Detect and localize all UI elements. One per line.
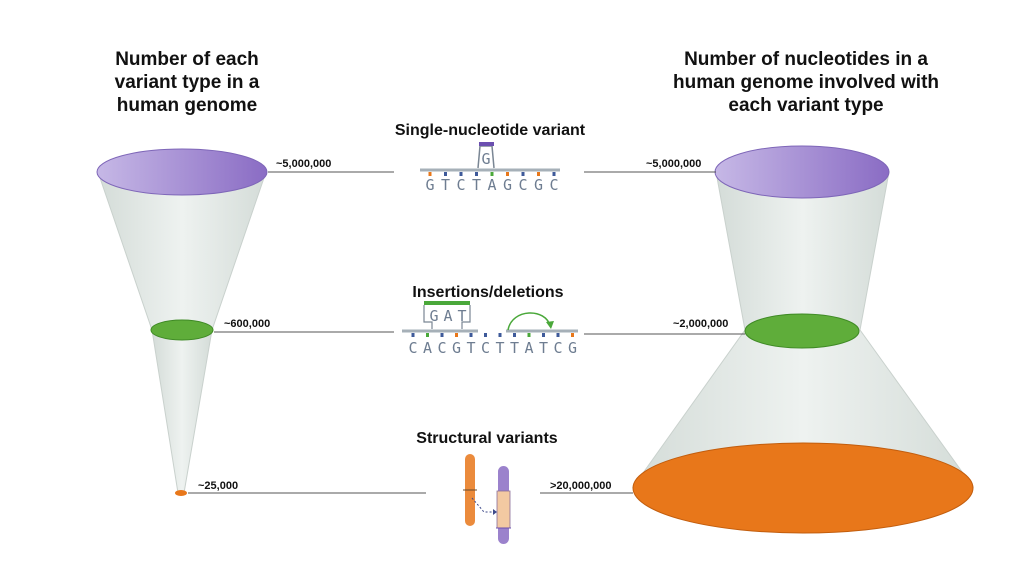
snv-alt-base: G [481,150,490,168]
indel-base: T [510,339,519,357]
indel-tick [498,333,502,337]
indel-base: G [452,339,461,357]
snv-base: T [472,176,481,194]
indel-tick [556,333,560,337]
snv-tick [506,172,509,176]
sv-illustration [463,454,511,544]
indel-inserted-base: A [443,307,452,325]
indel-base: T [495,339,504,357]
indel-base: C [437,339,446,357]
snv-tick [428,172,432,176]
right-heading-line: each variant type [728,95,884,116]
right-sv-ellipse [632,442,974,534]
deletion-arrow [507,312,551,331]
indel-base: A [524,339,533,357]
snv-nucleotides: ~5,000,000 [646,158,702,170]
snv-base: T [441,176,450,194]
snv-tick [490,172,494,176]
indel-tick [527,333,531,337]
indel-tick [513,333,516,337]
left-heading: Number of each variant type in a human g… [72,48,302,117]
snv-tick [537,172,540,176]
right-heading-line: Number of nucleotides in a [684,49,928,70]
right-snv-ellipse [714,145,890,199]
indel-count: ~600,000 [224,318,271,330]
indel-base: A [423,339,432,357]
indel-tick [484,333,487,337]
snv-tick [475,172,478,176]
left-cone-lower [151,329,213,494]
snv-tick [552,172,556,176]
snv-base: G [425,176,434,194]
left-indel-ellipse [150,319,214,341]
sv-title: Structural variants [416,430,558,447]
sv-count: ~25,000 [198,480,239,492]
snv-base: C [549,176,558,194]
translocated-segment [496,490,511,529]
left-heading-line: human genome [116,95,258,116]
indel-nucleotides: ~2,000,000 [673,318,729,330]
snv-base: C [518,176,527,194]
indel-base: G [568,339,577,357]
snv-count: ~5,000,000 [276,158,332,170]
indel-inserted-base: G [429,307,438,325]
indel-tick [426,333,429,337]
left-cone-upper [97,171,267,331]
translocation-arrow [471,497,495,513]
left-snv-ellipse [96,148,268,196]
left-heading-line: Number of each [115,49,259,70]
indel-tick [411,333,415,337]
left-sv-ellipse [175,490,187,496]
indel-tick [469,333,473,337]
snv-base: G [503,176,512,194]
snv-base: G [534,176,543,194]
indel-base: T [466,339,475,357]
indel-tick [542,333,545,337]
sv-nucleotides: >20,000,000 [550,480,612,492]
snv-base: C [456,176,465,194]
snv-tick [459,172,463,176]
snv-tick [444,172,447,176]
indel-base: C [553,339,562,357]
indel-tick [455,333,458,337]
indel-base: C [408,339,417,357]
right-heading-line: human genome involved with [672,72,940,93]
indel-inserted-base: T [457,307,466,325]
left-heading-line: variant type in a [114,72,260,93]
indel-base: C [481,339,490,357]
indel-tick [440,333,444,337]
snv-title: Single-nucleotide variant [394,122,586,139]
right-heading: Number of nucleotides in a human genome … [630,48,982,117]
snv-tick [521,172,525,176]
indel-base: T [539,339,548,357]
right-indel-ellipse [744,313,860,349]
snv-base: A [487,176,496,194]
indel-tick [571,333,574,337]
indel-title: Insertions/deletions [412,284,564,301]
